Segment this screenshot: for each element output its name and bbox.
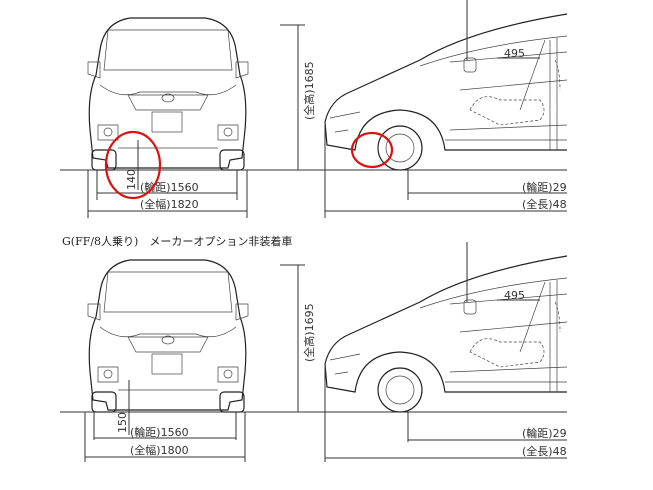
annotation-circle-front [104,130,162,200]
front-view-b [87,259,249,413]
length-label-a: (全長)48 [522,197,567,211]
width-label-b: (全幅)1800 [130,443,189,457]
annotation-circle-side [350,131,394,169]
dimension-495-b: 495 [504,289,525,302]
length-label-b: (全長)48 [522,444,567,458]
dimension-495-a: 495 [504,47,525,60]
wheelbase-label-b: (輪距)29 [522,426,567,440]
tread-label-b: (輪距)1560 [130,425,189,439]
side-view-b [324,241,568,413]
height-label-b: (全高)1695 [302,303,316,362]
height-label-a: (全高)1685 [302,61,316,120]
ground-clearance-b: 150 [116,412,129,433]
wheelbase-label-a: (輪距)29 [522,180,567,194]
variant-b-title: G(FF/8人乗り) メーカーオプション非装着車 [62,234,292,248]
ground-clearance-a: 140 [125,169,138,190]
width-label-a: (全幅)1820 [140,197,199,211]
front-view-a [87,17,249,171]
side-view-a [324,0,568,171]
